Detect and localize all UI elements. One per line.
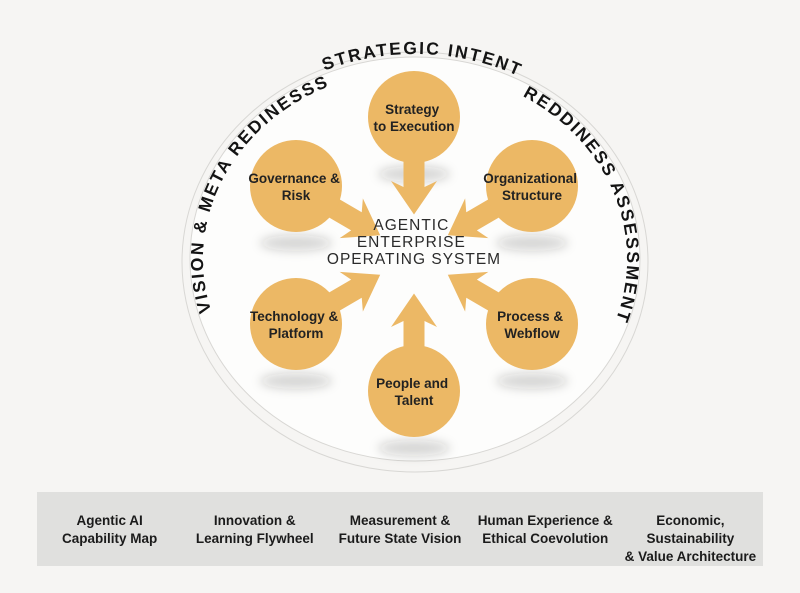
node-circle: [250, 140, 342, 232]
footer-item-line: Learning Flywheel: [195, 531, 314, 546]
node-shadow: [260, 235, 332, 251]
node-circle: [486, 278, 578, 370]
footer-item-line: Agentic AI: [76, 513, 143, 528]
footer-item-line: Economic, Sustainability: [646, 513, 735, 546]
footer-item-line: Future State Vision: [338, 531, 462, 546]
node-label: Organizational Structure: [483, 171, 581, 203]
footer-item-line: Ethical Coevolution: [482, 531, 609, 546]
footer-item-line: Human Experience &: [477, 513, 613, 528]
node-label: Strategy to Execution: [373, 102, 454, 134]
node-shadow: [378, 440, 450, 456]
node-circle: [250, 278, 342, 370]
node-shadow: [496, 373, 568, 389]
node-label: Process & Webflow: [497, 309, 567, 341]
footer-item-line: Innovation &: [213, 513, 296, 528]
node-shadow: [260, 373, 332, 389]
node-organizational-structure: Organizational Structure: [436, 140, 581, 256]
outer-ring-circle: [181, 51, 649, 473]
node-circle: [368, 345, 460, 437]
node-label: People and Talent: [376, 376, 452, 408]
footer-item-line: Measurement &: [349, 513, 451, 528]
node-people-talent: People and Talent: [368, 293, 460, 456]
node-shadow: [496, 235, 568, 251]
node-label: Governance & Risk: [248, 171, 343, 203]
node-strategy-to-execution: Strategy to Execution: [368, 71, 460, 215]
footer-item-innovation-learning-flywheel: Innovation & Learning Flywheel: [182, 492, 327, 548]
node-process-webflow: Process & Webflow: [436, 254, 578, 389]
node-label: Technology & Platform: [250, 309, 342, 341]
footer-item-line: & Value Architecture: [624, 549, 757, 564]
footer-bar: Agentic AI Capability Map Innovation & L…: [37, 492, 763, 566]
footer-item-economic-sustainability-value-architecture: Economic, Sustainability & Value Archite…: [618, 492, 763, 566]
footer-item-line: Capability Map: [61, 531, 158, 546]
center-title: AGENTIC ENTERPRISE OPERATING SYSTEM: [327, 217, 501, 268]
node-governance-risk: Governance & Risk: [248, 140, 392, 256]
footer-item-human-experience-ethical-coevolution: Human Experience & Ethical Coevolution: [473, 492, 618, 548]
footer-item-agentic-ai-capability-map: Agentic AI Capability Map: [37, 492, 182, 548]
diagram-canvas: STRATEGIC INTENT VISION & META REDINESSS…: [181, 38, 649, 473]
node-technology-platform: Technology & Platform: [250, 254, 392, 389]
node-circle: [368, 71, 460, 163]
footer-item-measurement-future-state-vision: Measurement & Future State Vision: [327, 492, 472, 548]
node-circle: [486, 140, 578, 232]
